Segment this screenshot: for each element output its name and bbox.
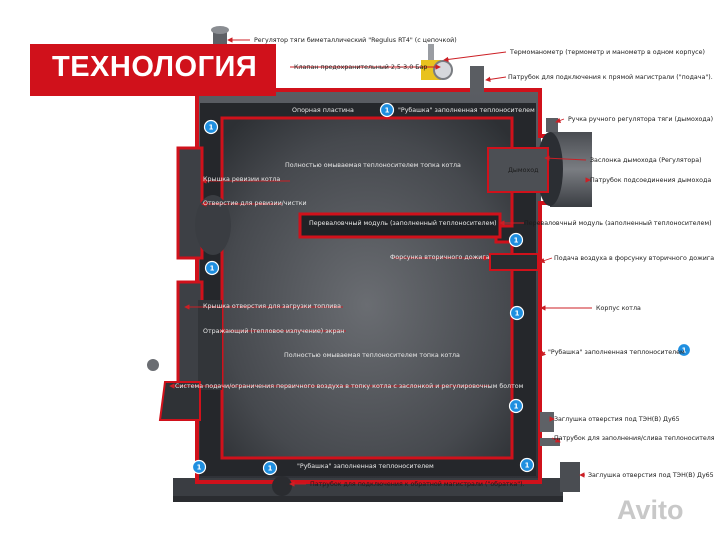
label-inspection-hole: Отверстие для ревизии/чистки [203, 200, 307, 207]
label-furnace-top: Полностью омываемая теплоносителем топка… [285, 162, 461, 169]
label-chimney-pipe: Патрубок подсоединения дымохода [590, 177, 712, 184]
label-boiler-body: Корпус котла [596, 305, 641, 312]
safety-valve-stem [428, 44, 434, 60]
jacket-marker-badge: 1 [262, 460, 278, 476]
drain-pipe-shape [540, 438, 560, 446]
label-safety-valve: Клапан предохранительный 2,5-3,0 Бар [294, 64, 428, 71]
leader-line [539, 257, 553, 264]
svg-text:1: 1 [385, 107, 390, 115]
label-supply-pipe: Патрубок для подключения к прямой магист… [508, 74, 713, 81]
label-ten-plug-top: Заглушка отверстия под ТЭН(В) Дy65 [554, 416, 680, 423]
jacket-marker-badge: 1 [204, 260, 220, 276]
label-jacket-bottom: "Рубашка" заполненная теплоносителем [297, 463, 434, 470]
secondary-nozzle-shape [489, 253, 539, 271]
furnace-chamber [222, 118, 512, 458]
svg-text:1: 1 [210, 265, 215, 273]
leader-line [443, 51, 507, 63]
avito-watermark: Avito [617, 495, 684, 525]
jacket-marker-badge: 1 [676, 342, 692, 358]
jacket-marker-badge: 1 [519, 457, 535, 473]
label-regulator-draft: Регулятор тяги биметаллический "Regulus … [254, 37, 457, 44]
svg-text:1: 1 [682, 347, 687, 355]
boiler-base-shadow [173, 496, 563, 502]
jacket-marker-badge: 1 [509, 305, 525, 321]
ten-plug-bottom-shape [560, 462, 580, 492]
label-primary-air: Система подачи/ограничения первичного во… [175, 383, 524, 390]
leader-line [540, 350, 547, 357]
jacket-marker-badge: 1 [508, 232, 524, 248]
label-return-pipe: Патрубок для подключения к обратной маги… [310, 481, 525, 488]
label-overflow-inner: Переваловчный модуль (заполненный теплон… [309, 220, 497, 227]
label-load-cover: Крышка отверстия для загрузки топлива [203, 303, 341, 310]
flue-damper-shape [487, 147, 549, 193]
svg-text:1: 1 [514, 237, 519, 245]
jacket-marker-badge: 1 [379, 102, 395, 118]
svg-text:1: 1 [525, 462, 530, 470]
label-inspection-cover: Крышка ревизии котла [203, 176, 281, 183]
label-secondary-air: Подача воздуха в форсунку вторичного дож… [554, 255, 715, 262]
label-secondary-nozzle: Форсунка вторичного дожига [390, 254, 490, 261]
label-furnace-bottom: Полностью омываемая теплоносителем топка… [284, 352, 460, 359]
jacket-marker-badge: 1 [203, 119, 219, 135]
jacket-marker-badge: 1 [508, 398, 524, 414]
svg-text:1: 1 [514, 403, 519, 411]
label-drain-pipe: Патрубок для заполнения/слива теплоносит… [554, 435, 715, 442]
primary-air-bolt [147, 359, 159, 371]
inspection-hole-shape [195, 195, 231, 255]
flue-handle-shape [546, 118, 558, 132]
return-pipe-shape [272, 476, 292, 496]
jacket-marker-badge: 1 [191, 459, 207, 475]
leader-line [544, 155, 587, 161]
svg-text:1: 1 [209, 124, 214, 132]
draft-regulator-cap [211, 26, 229, 34]
svg-text:1: 1 [515, 310, 520, 318]
label-flue-damper: Заслонка дымохода (Регулятора) [590, 157, 702, 164]
label-support-plate: Опорная пластина [292, 107, 354, 114]
svg-text:1: 1 [197, 464, 202, 472]
label-overflow-right: Переваловчный модуль (заполненный теплон… [524, 220, 712, 227]
label-ten-plug-bottom: Заглушка отверстия под ТЭН(В) Дy65 [588, 472, 714, 479]
leader-line [555, 117, 565, 123]
label-reflective-screen: Отражающий (тепловое излучение) экран [203, 328, 345, 335]
supply-pipe-shape [470, 66, 484, 92]
label-jacket-right: "Рубашка" заполненная теплоносителем [548, 349, 685, 356]
reflective-screen-shape [198, 300, 222, 390]
thermomanometer-shape [433, 60, 453, 80]
page-title: ТЕХНОЛОГИЯ [52, 51, 258, 83]
svg-text:1: 1 [268, 465, 273, 473]
primary-air-box [158, 381, 201, 421]
title-banner: ТЕХНОЛОГИЯ [30, 44, 276, 96]
leader-line [551, 437, 561, 443]
ten-plug-top-shape [540, 412, 554, 432]
label-thermomanometer: Термоманометр (термометр и манометр в од… [510, 49, 705, 56]
label-flue-handle: Ручка ручного регулятора тяги (дымохода) [568, 116, 714, 123]
label-jacket-top: "Рубашка" заполненная теплоносителем [398, 107, 535, 114]
leader-line [485, 76, 507, 83]
label-chimney: Дымоход [508, 167, 539, 174]
